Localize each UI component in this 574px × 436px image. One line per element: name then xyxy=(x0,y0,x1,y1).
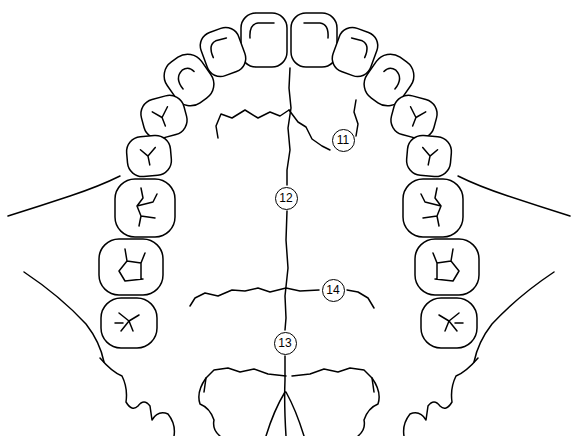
callout-text: 12 xyxy=(279,192,292,204)
callout-number: 12 xyxy=(275,187,298,210)
median-suture xyxy=(285,211,288,330)
callout-number: 13 xyxy=(274,332,297,355)
callout-text: 13 xyxy=(278,337,291,349)
transverse-suture xyxy=(190,288,319,306)
callout-number: 14 xyxy=(322,279,345,302)
left-dental-arch xyxy=(8,13,287,436)
median-suture xyxy=(285,356,286,436)
vomer-outline xyxy=(266,392,304,436)
right-dental-arch xyxy=(291,13,570,436)
median-suture xyxy=(287,68,291,185)
callout-text: 11 xyxy=(337,134,349,146)
callout-text: 14 xyxy=(326,284,339,296)
incisive-suture xyxy=(216,110,289,138)
incisive-suture xyxy=(289,110,330,150)
incisive-suture xyxy=(354,100,358,136)
callout-number: 11 xyxy=(332,129,355,152)
transverse-suture xyxy=(347,290,374,308)
